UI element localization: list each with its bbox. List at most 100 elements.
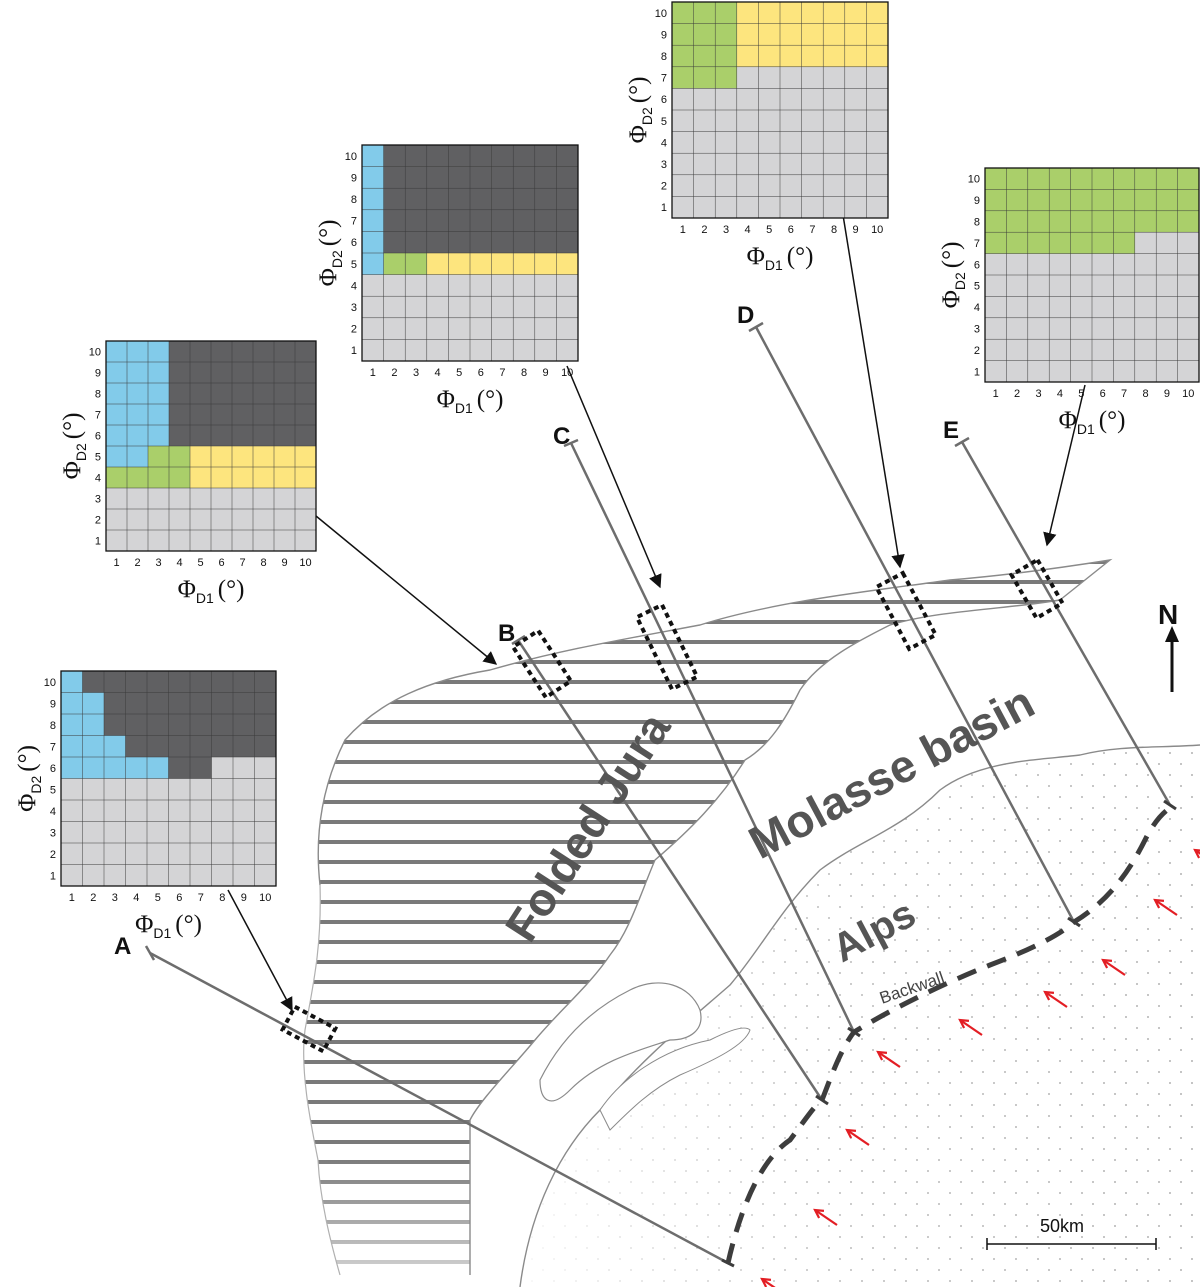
y-tick-label: 8 — [351, 194, 357, 206]
heatmap-cell — [190, 757, 212, 779]
heatmap-cell — [233, 843, 255, 865]
jura-west-boundary — [303, 884, 341, 1276]
observation-box-c — [634, 602, 700, 692]
heatmap-cell — [274, 341, 296, 363]
heatmap-cell — [672, 153, 694, 176]
heatmap-cell — [169, 488, 191, 510]
scale-label: 50km — [1040, 1216, 1084, 1236]
heatmap-cell — [534, 296, 557, 319]
heatmap-cell — [233, 714, 255, 736]
heatmap-cell — [1006, 189, 1029, 212]
y-tick-label: 10 — [345, 151, 357, 163]
y-tick-label: 3 — [50, 827, 56, 839]
heatmap-cell — [426, 317, 449, 340]
heatmap-cell — [383, 253, 406, 275]
lake-geneva — [539, 982, 702, 1102]
heatmap-cell — [253, 509, 275, 531]
x-tick-label: 1 — [993, 388, 999, 400]
heatmap-cell — [125, 757, 148, 779]
heatmap-cell — [844, 131, 867, 154]
x-tick-label: 7 — [198, 892, 204, 904]
heatmap-cell — [758, 174, 781, 197]
heatmap-cell — [426, 274, 449, 297]
heatmap-cell — [106, 383, 128, 405]
heatmap-cell — [801, 2, 824, 24]
section-lines — [144, 321, 1172, 1265]
heatmap-cell — [147, 692, 169, 715]
heatmap-cell — [190, 446, 212, 468]
heatmap-frame — [984, 167, 1200, 383]
heatmap-cell — [715, 131, 738, 154]
y-tick-label: 10 — [655, 8, 667, 20]
heatmap-cell — [844, 23, 867, 46]
heatmap-cell — [254, 735, 277, 758]
heatmap-cell — [190, 341, 212, 363]
heatmap-cell — [254, 692, 277, 715]
y-tick-label: 8 — [95, 389, 101, 401]
x-tick-label: 3 — [723, 224, 729, 236]
heatmap-cell — [534, 145, 557, 167]
heatmap-cell — [211, 509, 233, 531]
y-tick-label: 3 — [661, 159, 667, 171]
heatmap-cell — [190, 692, 212, 715]
heatmap-cell — [253, 404, 275, 426]
heatmap-cell — [470, 274, 492, 297]
heatmap-cell — [362, 339, 384, 362]
heatmap-cell — [104, 671, 126, 693]
heatmap-cell — [823, 2, 846, 24]
heatmap-cell — [491, 188, 514, 211]
heatmap-cell — [1134, 168, 1157, 190]
heatmap-cell — [1006, 339, 1029, 361]
heatmap-cell — [148, 425, 170, 447]
push-arrow — [1101, 958, 1126, 976]
x-tick-label: 3 — [112, 892, 118, 904]
heatmap-cell — [232, 404, 254, 426]
heatmap-cell — [1177, 189, 1200, 212]
heatmap-cell — [1092, 317, 1114, 340]
heatmap-cell — [405, 231, 428, 254]
heatmap-cell — [801, 110, 824, 132]
heatmap-cell — [147, 778, 169, 801]
heatmap-cell — [426, 209, 449, 232]
heatmap-cell — [106, 446, 128, 468]
heatmap-cell — [1134, 296, 1157, 319]
heatmap-cell — [736, 110, 759, 132]
y-tick-label: 6 — [95, 431, 101, 443]
heatmap-cell — [362, 253, 384, 275]
heatmap-cell — [148, 362, 170, 384]
x-tick-label: 10 — [299, 557, 311, 569]
x-tick-label: 6 — [176, 892, 182, 904]
heatmap-cell — [672, 66, 694, 89]
heatmap-cell — [190, 383, 212, 405]
heatmap-cell — [736, 88, 759, 111]
push-arrow — [876, 1050, 901, 1068]
backwall-line — [725, 802, 1177, 1264]
heatmap-cell — [61, 864, 83, 887]
heatmap-cell — [1156, 339, 1178, 361]
heatmap-cell — [780, 174, 802, 197]
y-tick-label: 2 — [351, 324, 357, 336]
heatmap-cell — [362, 274, 384, 297]
heatmap-cell — [1177, 253, 1200, 276]
heatmap-cell — [1049, 210, 1071, 233]
heatmap-cell — [426, 188, 449, 211]
heatmap-cell — [1049, 360, 1071, 383]
heatmap-cell — [190, 671, 212, 693]
heatmap-cell — [823, 110, 846, 132]
y-tick-label: 9 — [95, 368, 101, 380]
heatmap-cell — [168, 843, 191, 865]
push-arrow — [813, 1208, 838, 1226]
x-tick-label: 9 — [1164, 388, 1170, 400]
heatmap-cell — [1092, 253, 1114, 276]
heatmap-cell — [448, 253, 471, 275]
heatmap-cell — [405, 253, 428, 275]
heatmap-cell — [823, 131, 846, 154]
heatmap-cell — [106, 509, 128, 531]
heatmap-cell — [1113, 189, 1136, 212]
heatmap-cell — [672, 131, 694, 154]
heatmap-cell — [534, 339, 557, 362]
x-tick-label: 5 — [456, 367, 462, 379]
x-tick-label: 8 — [260, 557, 266, 569]
heatmap-cell — [985, 296, 1007, 319]
heatmap-cell — [125, 864, 148, 887]
